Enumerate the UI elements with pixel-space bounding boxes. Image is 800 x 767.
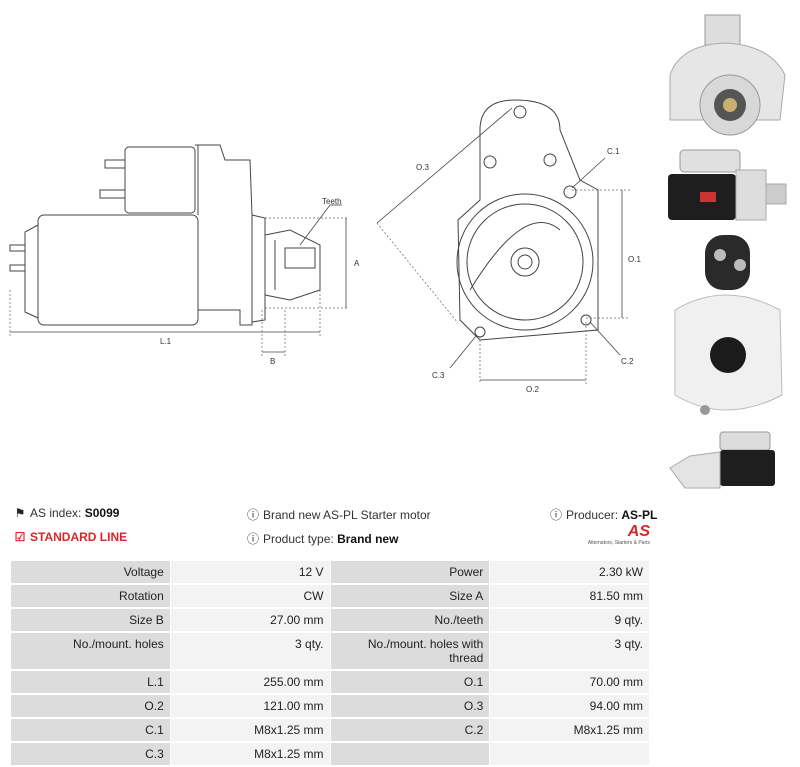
info-icon: ⓘ bbox=[550, 508, 563, 522]
spec-label: Size B bbox=[11, 609, 170, 631]
spec-label: O.3 bbox=[330, 695, 490, 717]
spec-value: 70.00 mm bbox=[490, 671, 649, 693]
spec-value: 12 V bbox=[170, 561, 330, 583]
info-icon: ⓘ bbox=[247, 508, 260, 522]
motor-body bbox=[37, 214, 199, 326]
dim-o2-label: O.2 bbox=[526, 385, 539, 394]
c1-label: C.1 bbox=[607, 147, 620, 156]
teeth-label: Teeth bbox=[322, 197, 342, 206]
spec-value: 3 qty. bbox=[490, 633, 649, 669]
spec-value: 3 qty. bbox=[170, 633, 330, 669]
dim-b-label: B bbox=[270, 357, 275, 366]
spec-value: 27.00 mm bbox=[170, 609, 330, 631]
spec-value: M8x1.25 mm bbox=[170, 719, 330, 741]
spec-label bbox=[330, 743, 490, 765]
product-photos bbox=[660, 0, 800, 495]
spec-value: 121.00 mm bbox=[170, 695, 330, 717]
spec-value: CW bbox=[170, 585, 330, 607]
c2-label: C.2 bbox=[621, 357, 634, 366]
photo-rear-view[interactable] bbox=[660, 230, 790, 425]
spec-label: O.1 bbox=[330, 671, 490, 693]
product-type-value: Brand new bbox=[337, 532, 399, 546]
photo-front-view[interactable] bbox=[660, 5, 790, 140]
dim-a-label: A bbox=[354, 259, 360, 268]
tag-icon: ⚑ bbox=[14, 506, 26, 520]
as-pl-logo: AS Alternators, Starters & Parts bbox=[587, 523, 650, 547]
producer-value: AS-PL bbox=[621, 508, 658, 522]
spec-label: C.1 bbox=[11, 719, 170, 741]
checkbox-icon: ☑ bbox=[14, 530, 26, 544]
c3-label: C.3 bbox=[432, 371, 445, 380]
as-index: ⚑AS index: S0099 bbox=[14, 506, 120, 520]
spec-label: No./teeth bbox=[330, 609, 490, 631]
spec-label: C.3 bbox=[11, 743, 170, 765]
spec-value: M8x1.25 mm bbox=[170, 743, 330, 765]
spec-value: 2.30 kW bbox=[490, 561, 649, 583]
dim-o1-label: O.1 bbox=[628, 255, 641, 264]
spec-value bbox=[490, 743, 649, 765]
technical-drawing: Teeth A B L.1 O.3 O.1 O.2 C.1 C.2 C.3 bbox=[9, 99, 641, 394]
solenoid bbox=[124, 146, 196, 214]
spec-value: 94.00 mm bbox=[490, 695, 649, 717]
spec-label: Power bbox=[330, 561, 490, 583]
spec-label: No./mount. holes with thread bbox=[330, 633, 490, 669]
spec-label: O.2 bbox=[11, 695, 170, 717]
spec-label: Rotation bbox=[11, 585, 170, 607]
spec-value: 81.50 mm bbox=[490, 585, 649, 607]
info-icon: ⓘ bbox=[247, 532, 260, 546]
flange-ring bbox=[456, 193, 594, 331]
flange-outline bbox=[457, 99, 599, 341]
photo-angle-view[interactable] bbox=[660, 428, 790, 493]
spec-label: Size A bbox=[330, 585, 490, 607]
dim-o3-label: O.3 bbox=[416, 163, 429, 172]
spec-label: No./mount. holes bbox=[11, 633, 170, 669]
spec-label: C.2 bbox=[330, 719, 490, 741]
spec-label: L.1 bbox=[11, 671, 170, 693]
spec-value: 9 qty. bbox=[490, 609, 649, 631]
spec-value: 255.00 mm bbox=[170, 671, 330, 693]
spec-label: Voltage bbox=[11, 561, 170, 583]
dim-l1-label: L.1 bbox=[160, 337, 172, 346]
standard-line: ☑STANDARD LINE bbox=[14, 530, 128, 544]
spec-value: M8x1.25 mm bbox=[490, 719, 649, 741]
photo-side-view[interactable] bbox=[660, 142, 790, 227]
as-index-value: S0099 bbox=[84, 506, 120, 520]
